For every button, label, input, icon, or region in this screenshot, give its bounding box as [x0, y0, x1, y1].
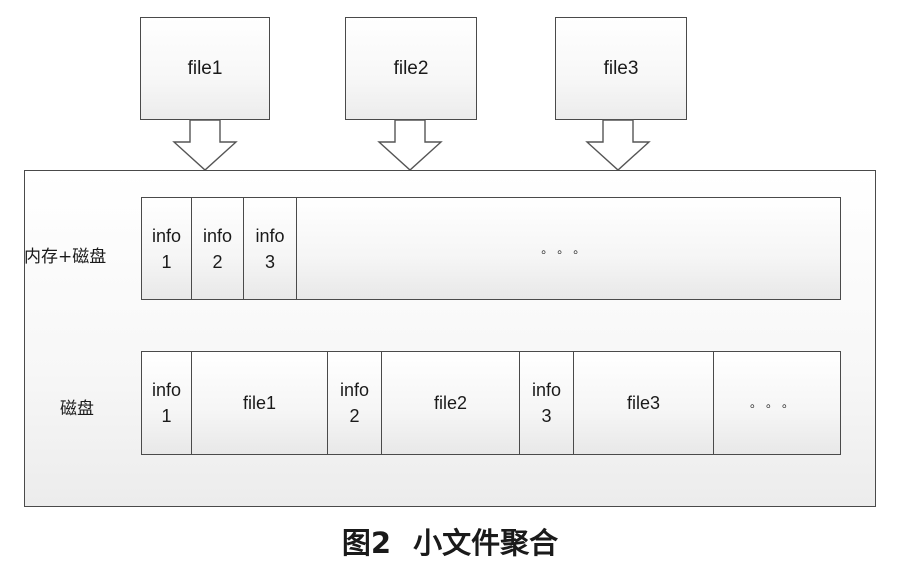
file-box-label: file3: [603, 57, 639, 79]
file-box-label: file2: [393, 57, 429, 79]
figure-number: 图2: [341, 526, 392, 560]
info-text: info: [531, 380, 562, 400]
file-box-file1: file1: [140, 17, 270, 120]
info-text: info: [255, 225, 285, 246]
info-block: info 1: [141, 197, 192, 300]
memory-disk-row: info 1 info 2 info 3 。。。: [141, 197, 841, 300]
down-arrow-icon: [172, 119, 238, 171]
row-label-disk: 磁盘: [60, 399, 94, 419]
info-index: 3: [541, 406, 552, 426]
down-arrow-icon: [377, 119, 443, 171]
file-block-label: file1: [242, 393, 277, 413]
info-text: info: [202, 225, 233, 246]
file-box-label: file1: [187, 57, 223, 79]
file-block: file1: [190, 351, 329, 455]
info-block: info 1: [141, 351, 192, 455]
figure-title: 小文件聚合: [413, 526, 559, 560]
info-index: 1: [161, 406, 172, 426]
file-box-file3: file3: [555, 17, 687, 120]
info-index: 2: [212, 251, 223, 272]
info-index: 3: [264, 251, 275, 272]
info-text: info: [339, 380, 370, 400]
row-label-memory-disk: 内存+磁盘: [24, 247, 107, 267]
file-block-label: file3: [626, 393, 661, 413]
ellipsis-block: 。。。: [713, 351, 841, 455]
down-arrow-icon: [585, 119, 651, 171]
info-block: info 3: [243, 197, 297, 300]
info-text: info: [151, 225, 182, 246]
info-index: 1: [161, 251, 172, 272]
disk-row: info 1 file1 info 2 file2 info 3 file3 。…: [141, 351, 841, 455]
info-block: info 2: [327, 351, 382, 455]
file-block-label: file2: [433, 393, 468, 413]
ellipsis-block: 。。。: [295, 197, 841, 300]
info-text: info: [151, 380, 182, 400]
file-block: file2: [380, 351, 521, 455]
info-block: info 3: [519, 351, 574, 455]
ellipsis-text: 。。。: [749, 396, 804, 410]
ellipsis-text: 。。。: [541, 241, 596, 256]
figure-caption: 图2 小文件聚合: [0, 520, 900, 562]
info-block: info 2: [190, 197, 245, 300]
file-block: file3: [572, 351, 715, 455]
info-index: 2: [349, 406, 360, 426]
file-box-file2: file2: [345, 17, 477, 120]
